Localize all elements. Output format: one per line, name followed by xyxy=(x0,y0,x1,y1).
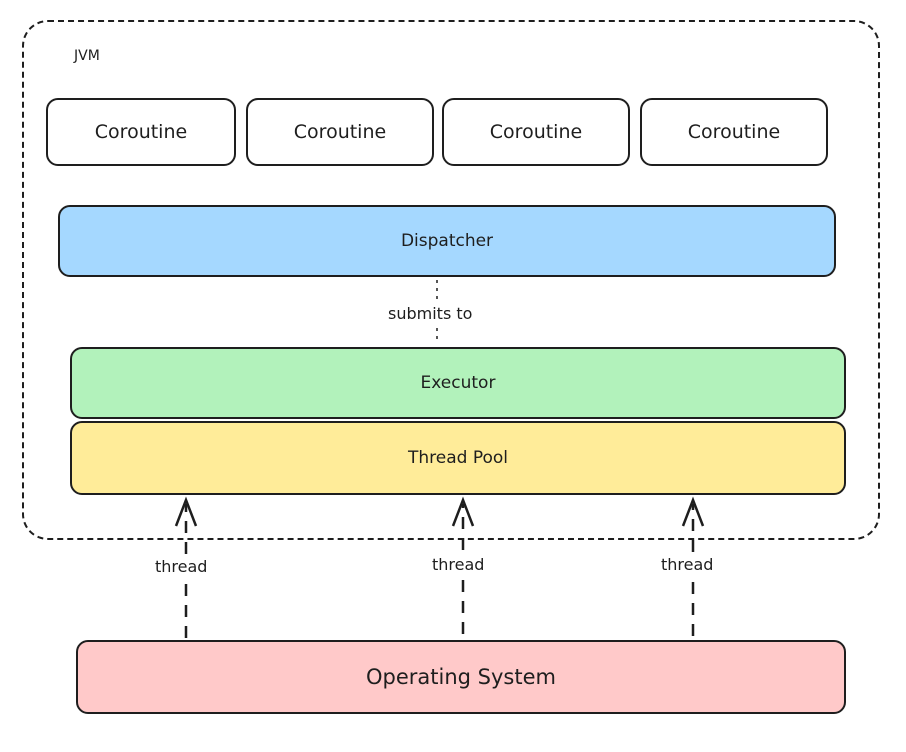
executor-node[interactable]: Executor xyxy=(70,347,846,419)
jvm-label: JVM xyxy=(74,48,100,64)
submits-to-label: submits to xyxy=(384,304,477,323)
coroutine-node-3[interactable]: Coroutine xyxy=(442,98,630,166)
operating-system-node[interactable]: Operating System xyxy=(76,640,846,714)
dispatcher-node[interactable]: Dispatcher xyxy=(58,205,836,277)
thread-pool-node[interactable]: Thread Pool xyxy=(70,421,846,495)
thread-arrow-1-head xyxy=(174,496,198,527)
jvm-container xyxy=(22,20,880,540)
thread-arrow-3-head xyxy=(681,496,705,527)
coroutine-node-2[interactable]: Coroutine xyxy=(246,98,434,166)
thread-label-3: thread xyxy=(657,555,718,574)
thread-arrow-2-head xyxy=(451,496,475,527)
thread-label-2: thread xyxy=(428,555,489,574)
thread-label-1: thread xyxy=(151,557,212,576)
coroutine-node-1[interactable]: Coroutine xyxy=(46,98,236,166)
coroutine-node-4[interactable]: Coroutine xyxy=(640,98,828,166)
